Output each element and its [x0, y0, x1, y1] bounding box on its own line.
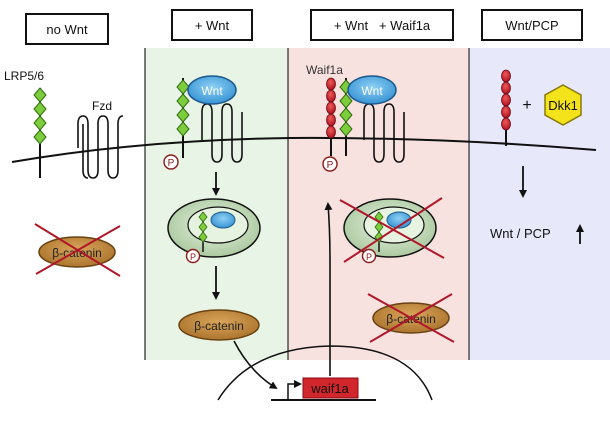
lrp-label: LRP5/6	[4, 69, 44, 83]
waif1a-protein	[326, 77, 336, 156]
header-no-wnt-box	[25, 13, 109, 45]
phospho-circle	[322, 156, 338, 172]
cross-mark	[369, 293, 453, 343]
lrp5-6-receptor	[33, 87, 47, 178]
header-wnt-box	[171, 9, 253, 41]
dkk1-label: Dkk1	[548, 98, 578, 113]
signalosome-blocked	[339, 197, 445, 263]
fzd-label: Fzd	[92, 99, 112, 113]
waif1a-gene-label: waif1a	[310, 381, 349, 396]
signalosome-endosome	[167, 198, 261, 258]
wnt-ligand-label: Wnt	[361, 84, 383, 98]
wnt-ligand	[347, 75, 397, 105]
beta-catenin-stabilized	[178, 309, 260, 341]
plus-sign: +	[522, 97, 531, 114]
phospho-circle	[185, 248, 201, 264]
beta-catenin-label: β-catenin	[52, 246, 102, 260]
waif1a-protein-pcp	[501, 69, 511, 146]
phospho-label: P	[168, 158, 175, 169]
wnt-ligand-label: Wnt	[201, 84, 223, 98]
header-wnt: + Wnt	[195, 18, 230, 33]
cross-mark	[343, 197, 443, 263]
beta-catenin-label: β-catenin	[194, 319, 244, 333]
cell-membrane	[11, 136, 597, 163]
phospho-circle	[361, 248, 377, 264]
waif1a-label: Waif1a	[306, 63, 343, 77]
wnt-ligand	[187, 75, 237, 105]
beta-catenin-degraded-waif: β-catenin	[367, 293, 455, 343]
phospho-label: P	[190, 252, 196, 262]
wnt-pcp-result-label: Wnt / PCP	[490, 226, 551, 241]
fzd-receptor	[77, 115, 124, 179]
phospho-circle	[163, 154, 179, 170]
cross-mark	[35, 225, 121, 275]
header-wnt-waif1a: + Wnt + Waif1a	[334, 18, 431, 33]
beta-catenin-degraded-no-wnt: β-catenin	[34, 223, 121, 277]
waif1a-gene	[302, 377, 359, 399]
header-wnt-pcp-box	[481, 9, 583, 41]
header-no-wnt: no Wnt	[46, 22, 88, 37]
transcription-start-arrow	[287, 380, 302, 400]
arrow-catenin-to-gene	[233, 340, 278, 390]
dkk1-hexagon	[544, 84, 582, 126]
phospho-label: P	[327, 160, 334, 171]
cross-mark	[339, 199, 445, 259]
phospho-label: P	[366, 252, 372, 262]
lrp5-6-receptor-wnt	[176, 78, 190, 158]
header-wnt-waif1a-box	[310, 9, 454, 41]
header-wnt-pcp: Wnt/PCP	[505, 18, 558, 33]
arrow-gene-to-membrane	[324, 202, 333, 376]
panel-wnt-pcp-background	[469, 48, 610, 360]
